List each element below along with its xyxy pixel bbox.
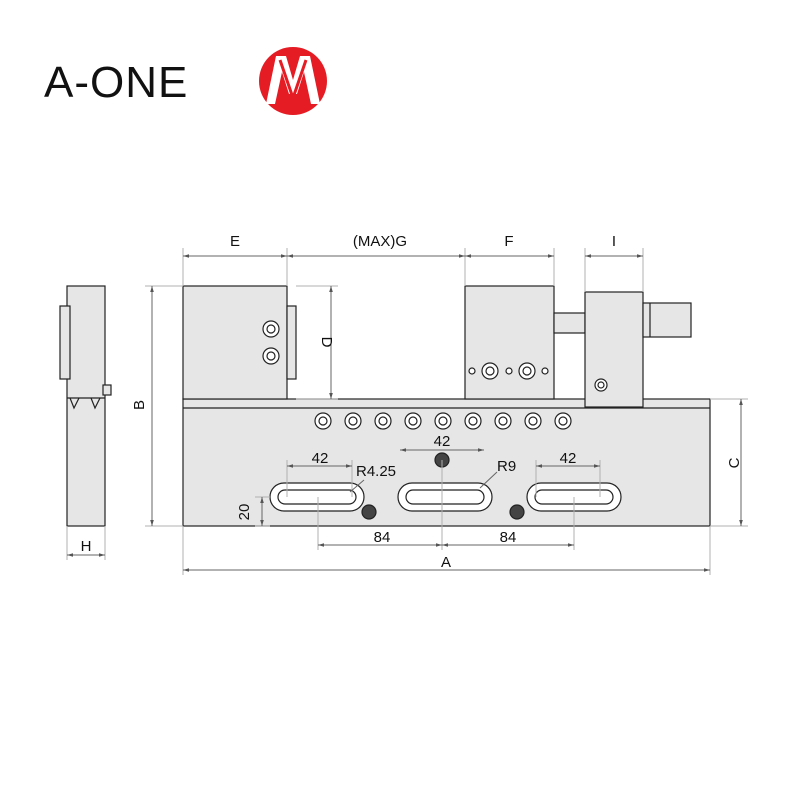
brand-logo-icon [259, 47, 327, 115]
slot-width-left-label: 42 [312, 450, 329, 467]
dimension-h-label: H [81, 538, 92, 555]
bolt-hole [558, 416, 568, 426]
dimension-a-label: A [441, 554, 451, 571]
bolt-hole [378, 416, 388, 426]
side-view [59, 285, 112, 527]
dimension-d-label: D [318, 337, 335, 348]
dimension-lines [67, 254, 743, 572]
dimension-g-label: (MAX)G [353, 233, 407, 250]
pitch-right-label: 84 [500, 529, 517, 546]
dimension-e-label: E [230, 233, 240, 250]
bolt-hole [528, 416, 538, 426]
base-bolt-holes [314, 412, 572, 430]
bolt-hole [318, 416, 328, 426]
bolt-hole [498, 416, 508, 426]
bolt-hole [408, 416, 418, 426]
radius-large-label: R9 [497, 458, 516, 475]
brand-header: A-ONE [0, 0, 800, 140]
dimension-i-label: I [612, 233, 616, 250]
dimension-b-label: B [131, 400, 148, 410]
movable-jaw [464, 285, 555, 400]
dimension-f-label: F [504, 233, 513, 250]
bolt-hole [438, 416, 448, 426]
height-20-label: 20 [236, 504, 253, 521]
pitch-left-label: 84 [374, 529, 391, 546]
dimension-c-label: C [726, 457, 743, 468]
fixed-jaw [182, 285, 297, 400]
bolt-hole [468, 416, 478, 426]
slot-spacing-top-label: 42 [434, 433, 451, 450]
brand-name: A-ONE [44, 58, 189, 107]
bolt-hole [348, 416, 358, 426]
radius-small-label: R4.25 [356, 463, 396, 480]
screw-block [553, 291, 692, 408]
leader-lines [349, 471, 498, 493]
slot-width-right-label: 42 [560, 450, 577, 467]
